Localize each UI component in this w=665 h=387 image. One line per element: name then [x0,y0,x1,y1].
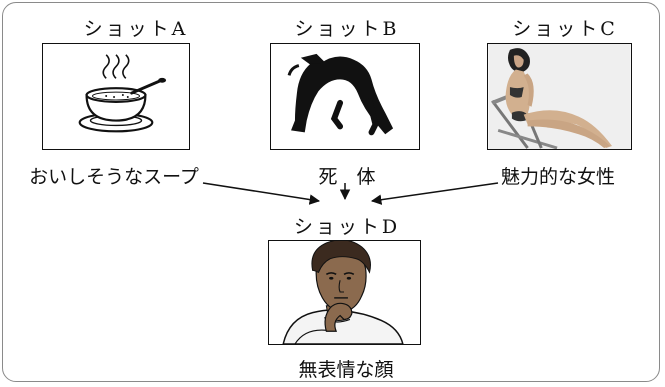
shot-c-image [487,43,632,150]
soup-bowl-icon [78,54,167,133]
woman-icon [488,44,631,149]
shot-d-label: ショットD [293,216,401,238]
shot-a-image [42,43,190,150]
shot-c-label: ショットC [512,18,618,40]
diagram-frame [2,2,660,382]
shot-a-caption: おいしそうなスープ [29,166,199,188]
dead-body-icon [287,53,394,136]
shot-d-image [268,240,421,345]
shot-b-image [270,43,420,150]
shot-d-caption: 無表情な顔 [298,359,394,381]
shot-c-caption: 魅力的な女性 [500,166,615,188]
shot-a-label: ショットA [83,18,189,40]
expressionless-face-icon [282,241,404,344]
shot-b-caption: 死 体 [318,166,376,188]
shot-b-label: ショットB [294,18,400,40]
